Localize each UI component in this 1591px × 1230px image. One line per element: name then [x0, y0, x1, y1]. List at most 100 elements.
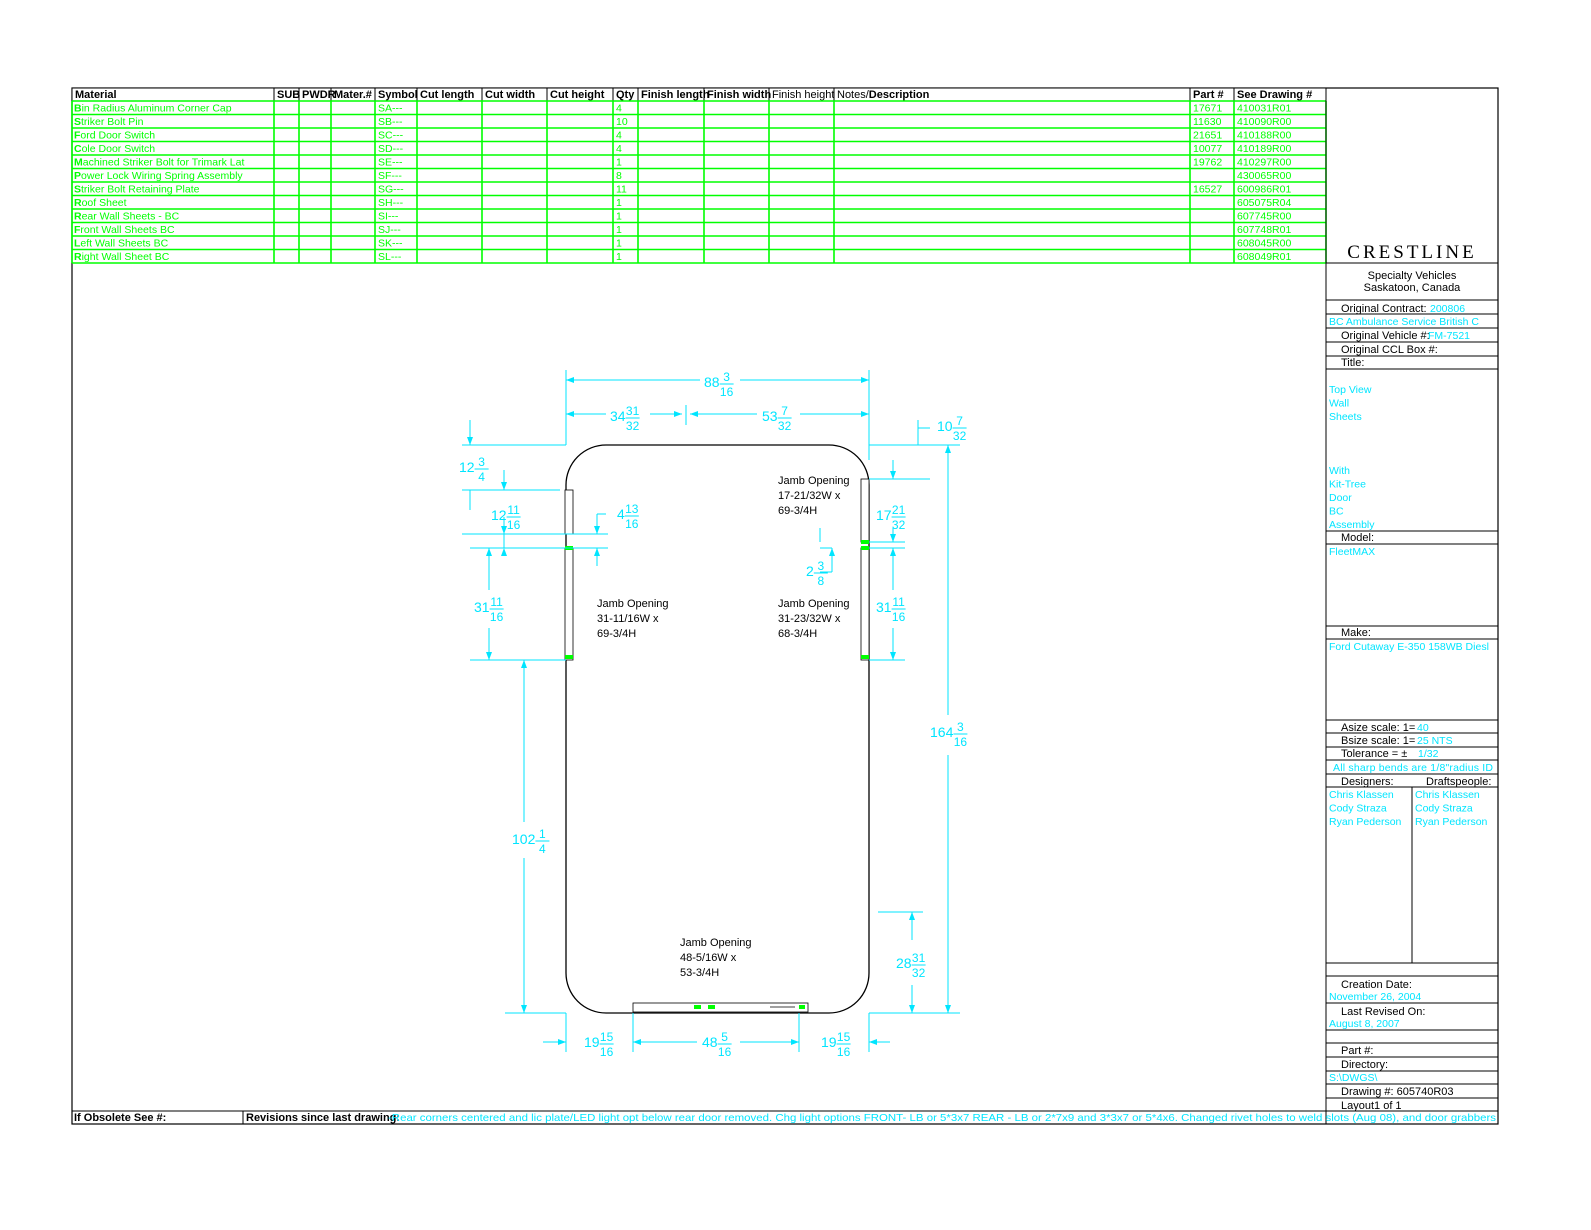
svg-text:32: 32: [912, 966, 926, 980]
original-contract-label: Original Contract:: [1341, 303, 1427, 315]
material-cell: Front Wall Sheets BC: [74, 224, 175, 236]
draftspeople-label: Draftspeople:: [1426, 776, 1491, 788]
make-label: Make:: [1341, 627, 1371, 639]
title-line: Assembly: [1329, 519, 1375, 531]
title-text: Top ViewWallSheetsWithKit-TreeDoorBCAsse…: [1329, 384, 1375, 531]
svg-text:32: 32: [626, 419, 640, 433]
svg-text:3: 3: [957, 720, 964, 734]
drawing-cell: 607748R01: [1237, 224, 1291, 236]
draftsperson-name: Chris Klassen: [1415, 789, 1480, 801]
svg-text:11: 11: [892, 595, 905, 609]
symbol-cell: SD---: [378, 143, 404, 155]
bsize-value: 25 NTS: [1417, 735, 1453, 747]
svg-text:16: 16: [720, 385, 734, 399]
hinge-marker: [861, 540, 869, 544]
drawing-cell: 410188R00: [1237, 130, 1291, 142]
svg-text:16: 16: [490, 610, 504, 624]
qty-cell: 4: [616, 130, 622, 142]
svg-text:7: 7: [781, 404, 788, 418]
drawing-cell: 608049R01: [1237, 251, 1291, 263]
table-header-cell: Cut length: [420, 89, 475, 101]
material-cell: Roof Sheet: [74, 197, 127, 209]
bsize-label: Bsize scale: 1=: [1341, 735, 1415, 747]
designers-label: Designers:: [1341, 776, 1394, 788]
svg-text:31: 31: [876, 599, 892, 615]
svg-text:5: 5: [721, 1030, 728, 1044]
drawing-cell: 608045R00: [1237, 238, 1291, 250]
title-line: Top View: [1329, 384, 1372, 396]
company-line-1: Specialty Vehicles: [1368, 270, 1457, 282]
table-header-cell: Cut width: [485, 89, 535, 101]
material-cell: Striker Bolt Pin: [74, 116, 144, 128]
qty-cell: 1: [616, 197, 622, 209]
svg-text:102: 102: [512, 831, 536, 847]
last-revised-label: Last Revised On:: [1341, 1006, 1425, 1018]
model-value: FleetMAX: [1329, 546, 1375, 558]
svg-text:48: 48: [702, 1034, 718, 1050]
table-header-cell: Notes/Description: [837, 89, 930, 101]
directory-label: Directory:: [1341, 1059, 1388, 1071]
material-cell: Machined Striker Bolt for Trimark Lat: [74, 157, 244, 169]
rear-door: [632, 1002, 809, 1013]
svg-text:16: 16: [954, 735, 968, 749]
svg-text:16: 16: [600, 1045, 614, 1059]
svg-text:15: 15: [837, 1030, 851, 1044]
qty-cell: 8: [616, 170, 622, 182]
svg-text:3: 3: [723, 370, 730, 384]
title-line: BC: [1329, 506, 1344, 518]
part-label: Part #:: [1341, 1045, 1373, 1057]
svg-text:10: 10: [937, 418, 953, 434]
svg-text:17: 17: [876, 507, 892, 523]
svg-text:16: 16: [625, 517, 639, 531]
symbol-cell: SB---: [378, 116, 403, 128]
draftsperson-name: Cody Straza: [1415, 803, 1473, 815]
title-line: Door: [1329, 492, 1352, 504]
tolerance-label: Tolerance = ±: [1341, 748, 1407, 760]
svg-text:15: 15: [600, 1030, 614, 1044]
drawing-cell: 410090R00: [1237, 116, 1291, 128]
table-header-cell: SUB: [277, 89, 300, 101]
svg-text:32: 32: [953, 429, 967, 443]
svg-text:16: 16: [837, 1045, 851, 1059]
drawing-cell: 410297R00: [1237, 157, 1291, 169]
asize-label: Asize scale: 1=: [1341, 722, 1415, 734]
symbol-cell: SF---: [378, 170, 402, 182]
svg-text:69-3/4H: 69-3/4H: [778, 505, 817, 517]
asize-value: 40: [1417, 722, 1429, 734]
svg-text:32: 32: [778, 419, 792, 433]
svg-text:Jamb Opening: Jamb Opening: [680, 937, 752, 949]
revisions-label: Revisions since last drawing:: [246, 1112, 400, 1124]
bends-note: All sharp bends are 1/8"radius ID: [1333, 762, 1493, 774]
svg-text:53: 53: [762, 408, 778, 424]
body-outline: [565, 444, 870, 1014]
svg-text:Jamb Opening: Jamb Opening: [778, 475, 850, 487]
symbol-cell: SC---: [378, 130, 404, 142]
svg-text:Jamb Opening: Jamb Opening: [778, 598, 850, 610]
qty-cell: 1: [616, 238, 622, 250]
customer-name: BC Ambulance Service British C: [1329, 316, 1479, 328]
directory-value: S:\DWGS\: [1329, 1072, 1378, 1084]
latch-marker: [799, 1005, 805, 1009]
designer-name: Ryan Pederson: [1329, 816, 1402, 828]
svg-text:31: 31: [626, 404, 640, 418]
svg-text:1: 1: [539, 827, 546, 841]
svg-text:4: 4: [478, 470, 485, 484]
part-cell: 19762: [1193, 157, 1222, 169]
right-front-door: [860, 478, 870, 543]
